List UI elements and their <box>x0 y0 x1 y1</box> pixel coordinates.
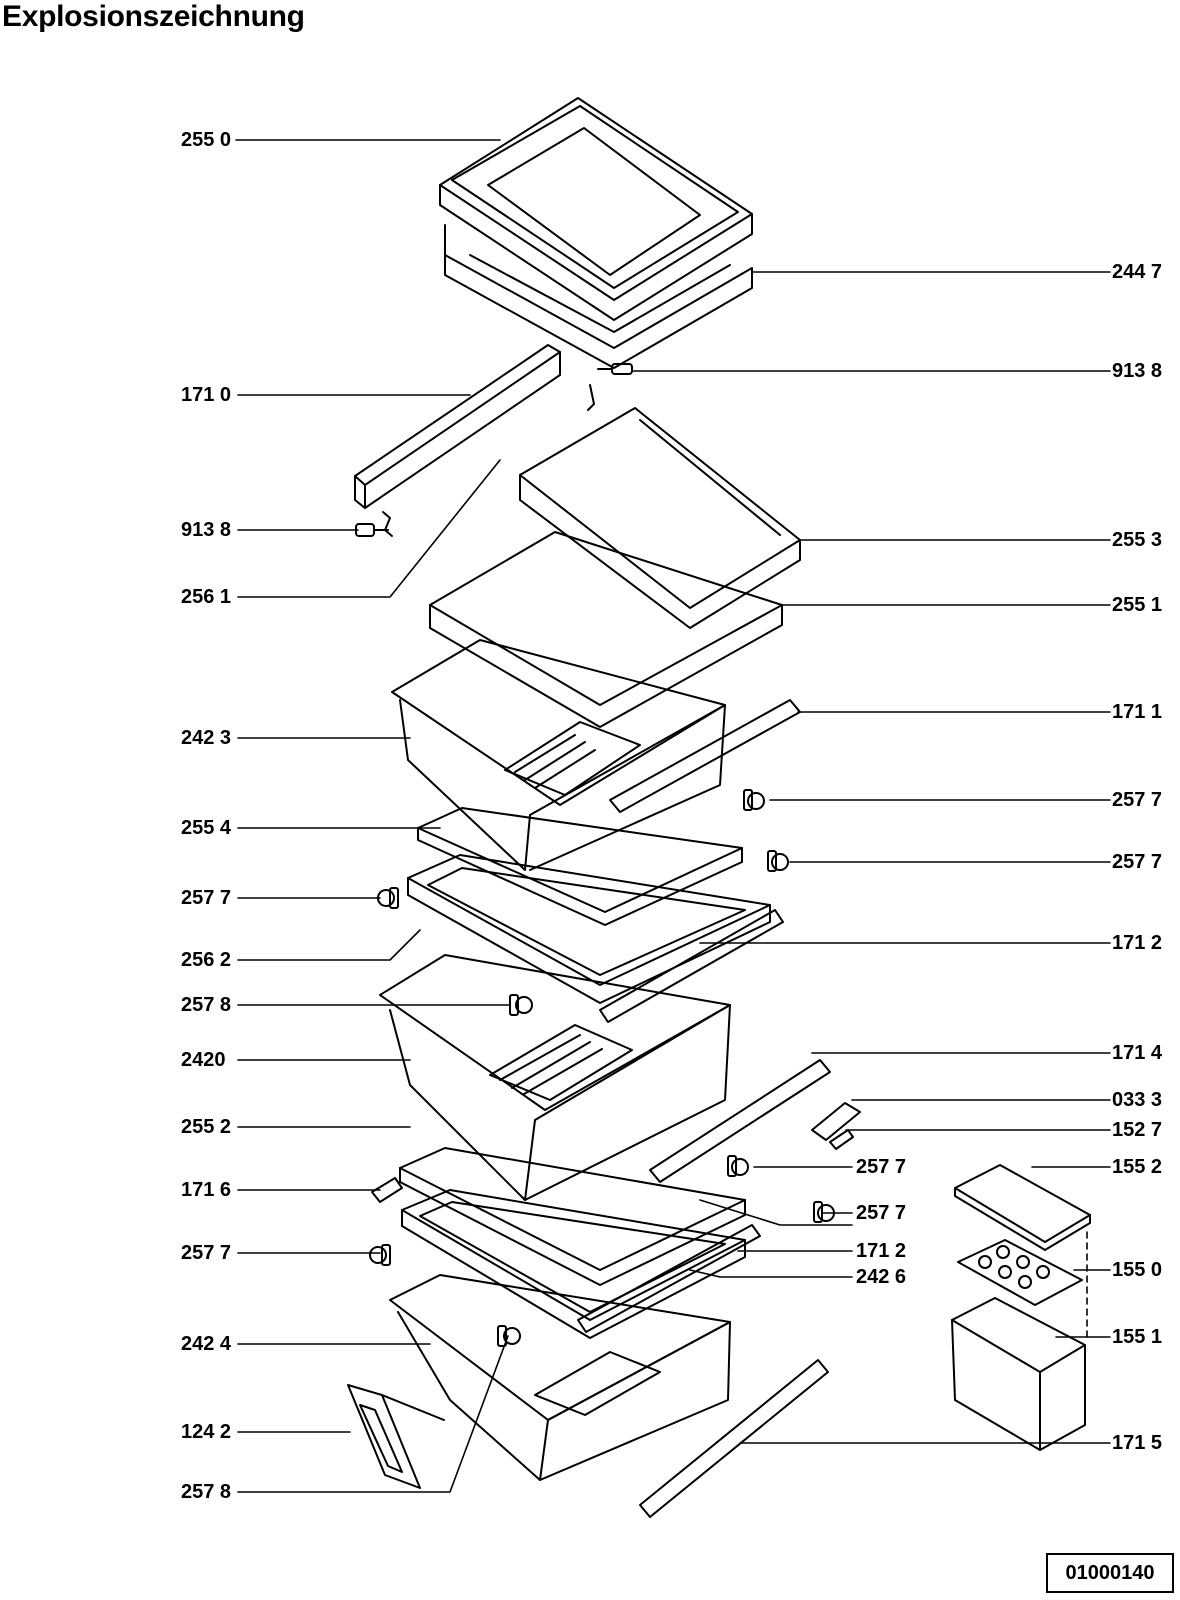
egg-container-1551 <box>951 1297 1086 1451</box>
callout-label: 171 2 <box>1112 932 1163 954</box>
drawer-rail-1715 <box>639 1359 829 1518</box>
leader-lines <box>235 139 1111 1493</box>
fastener-icon-2578-a <box>509 994 533 1016</box>
drawer-rail-1711 <box>609 699 801 813</box>
callout-label: 257 7 <box>181 1242 232 1264</box>
callout-label: 257 8 <box>181 994 232 1016</box>
shelf-frame-2552 <box>399 1147 746 1286</box>
clip-icon-left <box>382 511 393 537</box>
crisper-drawer-2423 <box>391 639 726 871</box>
crisper-drawer-2420 <box>379 954 731 1201</box>
crisper-drawer-2424 <box>389 1274 731 1481</box>
callout-label: 257 7 <box>856 1156 907 1178</box>
screw-icon-9138-left <box>355 523 389 537</box>
callout-label: 255 4 <box>181 817 232 839</box>
shelf-frame-2562 <box>407 854 771 1004</box>
callout-label: 257 7 <box>856 1202 907 1224</box>
glass-shelf-frame-2447 <box>444 224 753 369</box>
callout-label: 242 3 <box>181 727 232 749</box>
fastener-icon-2577-e <box>813 1201 835 1223</box>
callout-label: 242 6 <box>856 1266 907 1288</box>
callout-label: 152 7 <box>1112 1119 1163 1141</box>
drawer-rail-1712-lower <box>577 1224 761 1333</box>
callout-label: 256 1 <box>181 586 232 608</box>
callout-label: 2420 <box>181 1049 226 1071</box>
fastener-icon-2577-a <box>743 789 765 811</box>
screw-icon-9138-right <box>597 363 633 375</box>
callout-label: 171 6 <box>181 1179 232 1201</box>
fastener-icon-2577-d <box>727 1155 749 1177</box>
callout-label: 244 7 <box>1112 261 1163 283</box>
clip-icon-1527 <box>829 1129 854 1150</box>
callout-label: 255 0 <box>181 129 232 151</box>
callout-label: 171 5 <box>1112 1432 1163 1454</box>
rail-1716 <box>371 1177 403 1203</box>
callout-label: 257 7 <box>1112 851 1163 873</box>
document-number: 01000140 <box>1046 1553 1174 1593</box>
callout-label: 255 2 <box>181 1116 232 1138</box>
callout-label: 171 1 <box>1112 701 1163 723</box>
egg-tray-1550 <box>957 1239 1083 1306</box>
callout-label: 256 2 <box>181 949 232 971</box>
shelf-rail-1710 <box>354 344 561 509</box>
shelf-frame-2426 <box>401 1189 746 1339</box>
egg-box-lid-1552 <box>954 1164 1091 1251</box>
callout-label: 255 3 <box>1112 529 1163 551</box>
callout-label: 257 8 <box>181 1481 232 1503</box>
callout-label: 171 0 <box>181 384 232 406</box>
callout-label: 124 2 <box>181 1421 232 1443</box>
callout-label: 913 8 <box>181 519 232 541</box>
shelf-frame-2554 <box>417 807 743 926</box>
label-holder-1242 <box>347 1384 445 1489</box>
callout-label: 171 2 <box>856 1240 907 1262</box>
callout-label: 242 4 <box>181 1333 232 1355</box>
callout-label: 033 3 <box>1112 1089 1163 1111</box>
drawer-rail-1712-upper <box>599 909 784 1023</box>
bracket-icon-0333 <box>811 1102 861 1141</box>
callout-label: 257 7 <box>181 887 232 909</box>
callout-label: 257 7 <box>1112 789 1163 811</box>
fastener-icon-2577-b <box>767 850 789 872</box>
callout-label: 171 4 <box>1112 1042 1163 1064</box>
glass-shelf-2553 <box>519 407 801 629</box>
drawer-rail-1714 <box>649 1059 831 1183</box>
callout-label: 255 1 <box>1112 594 1163 616</box>
callout-label: 913 8 <box>1112 360 1163 382</box>
fastener-icon-2578-b <box>497 1325 521 1347</box>
glass-shelf-top <box>439 97 753 321</box>
clip-icon-top <box>587 384 595 411</box>
glass-shelf-2551 <box>429 531 783 728</box>
callout-label: 155 1 <box>1112 1326 1163 1348</box>
fastener-icon-2577-c <box>377 887 399 909</box>
callout-label: 155 0 <box>1112 1259 1163 1281</box>
callout-label: 155 2 <box>1112 1156 1163 1178</box>
fastener-icon-2577-f <box>369 1244 391 1266</box>
page-title: Explosionszeichnung <box>2 0 305 33</box>
